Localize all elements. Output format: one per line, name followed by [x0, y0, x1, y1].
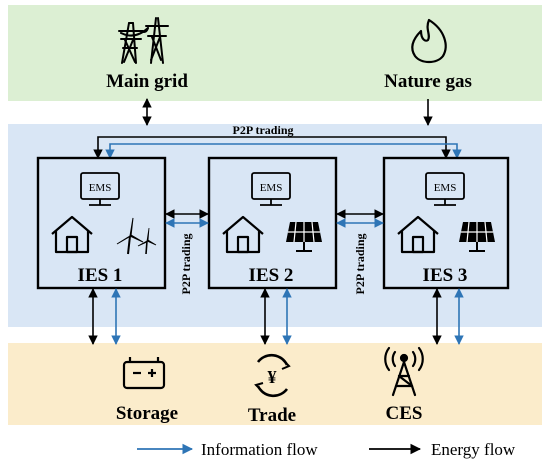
flame-icon: [411, 18, 447, 64]
house-icon: [222, 215, 264, 254]
ems-monitor-icon: EMS: [425, 172, 465, 206]
antenna-tower-icon: [384, 346, 424, 397]
yen-symbol: ¥: [268, 367, 277, 387]
house-icon: [397, 215, 439, 254]
p2p-top-label: P2P trading: [232, 123, 293, 137]
ems-monitor-icon: EMS: [251, 172, 291, 206]
legend-energy-flow-label: Energy flow: [431, 440, 516, 459]
top-band: [8, 5, 542, 101]
p2p-top-energy-arrow: [93, 136, 451, 159]
battery-icon: [122, 357, 166, 390]
legend-information-flow-label: Information flow: [201, 440, 318, 459]
transmission-tower-icon: [118, 17, 169, 64]
ems-monitor-icon: EMS: [80, 172, 120, 206]
trade-label: Trade: [248, 405, 296, 426]
ies-3-label: IES 3: [423, 265, 468, 286]
main-grid-label: Main grid: [106, 71, 188, 92]
wind-turbine-icon: [116, 217, 157, 255]
solar-panel-icon: [459, 221, 495, 252]
solar-panel-icon: [286, 221, 322, 252]
ies-2-box: EMS IES 2: [207, 156, 338, 290]
ies-2-label: IES 2: [249, 265, 294, 286]
p2p-top-info-arrow: [105, 143, 462, 159]
storage-label: Storage: [116, 403, 178, 424]
ems-label: EMS: [260, 182, 283, 194]
p2p-left-label: P2P trading: [179, 233, 193, 294]
house-icon: [51, 215, 93, 254]
middle-band: [8, 124, 542, 327]
ems-label: EMS: [434, 182, 457, 194]
p2p-right-label: P2P trading: [353, 233, 367, 294]
nature-gas-label: Nature gas: [384, 71, 472, 92]
ems-label: EMS: [89, 182, 112, 194]
ies-3-box: EMS IES 3: [382, 156, 510, 290]
ies-1-label: IES 1: [78, 265, 123, 286]
ies-1-box: EMS IES 1: [36, 156, 167, 290]
yen-exchange-icon: [254, 353, 291, 398]
ces-label: CES: [386, 403, 423, 424]
